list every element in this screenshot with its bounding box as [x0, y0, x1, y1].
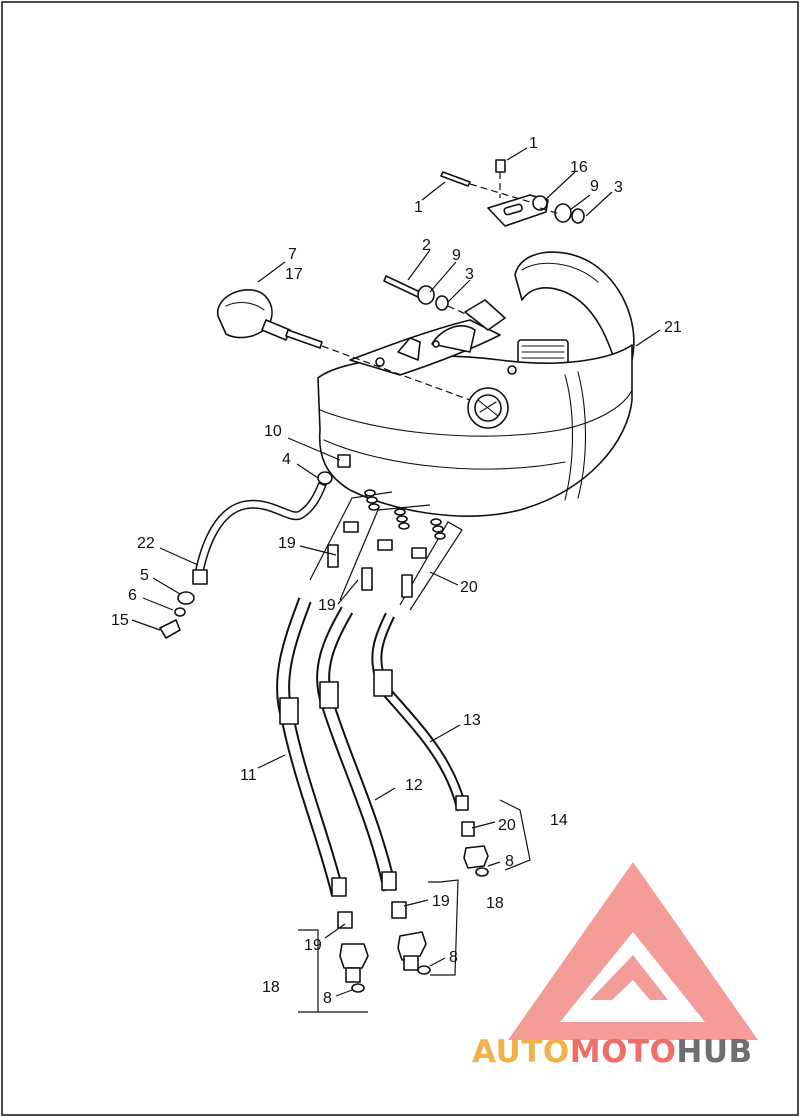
callout-label: 15 — [111, 612, 129, 629]
callout-label: 19 — [432, 893, 450, 910]
callout-label: 5 — [140, 567, 149, 584]
mount-bracket — [440, 159, 585, 227]
callout-label: 17 — [285, 266, 303, 283]
bolt-spacer-set — [383, 275, 471, 317]
logo-text-moto: MOTO — [570, 1034, 677, 1070]
callout-label: 19 — [304, 937, 322, 954]
callout-label: 3 — [614, 179, 623, 196]
callout-label: 2 — [422, 237, 431, 254]
callout-label: 13 — [463, 712, 481, 729]
callout-labels: 1 1 16 9 3 2 9 3 7 17 21 10 4 22 19 20 1… — [111, 135, 682, 1007]
svg-text:AUTOMOTOHUB: AUTOMOTOHUB — [472, 1034, 753, 1070]
callout-label: 3 — [465, 266, 474, 283]
automotohub-logo: AUTOMOTOHUB — [472, 862, 758, 1070]
callout-label: 11 — [240, 767, 257, 784]
dipstick — [217, 289, 471, 401]
callout-label: 18 — [486, 895, 504, 912]
callout-label: 6 — [128, 587, 137, 604]
callout-label: 12 — [405, 777, 423, 794]
callout-label: 22 — [137, 535, 155, 552]
oil-tank — [317, 251, 635, 517]
callout-label: 8 — [323, 990, 332, 1007]
callout-label: 16 — [570, 159, 588, 176]
callout-label: 10 — [264, 423, 282, 440]
callout-label: 21 — [664, 319, 682, 336]
callout-label: 9 — [452, 247, 461, 264]
logo-text-hub: HUB — [676, 1034, 752, 1070]
callout-label: 14 — [550, 812, 568, 829]
callout-label: 1 — [529, 135, 538, 152]
logo-triangle — [508, 862, 758, 1040]
callout-label: 9 — [590, 178, 599, 195]
callout-label: 18 — [262, 979, 280, 996]
callout-label: 19 — [318, 597, 336, 614]
lower-fittings — [298, 799, 531, 1013]
callout-label: 19 — [278, 535, 296, 552]
callout-label: 1 — [414, 199, 423, 216]
callout-label: 8 — [505, 853, 514, 870]
callout-label: 7 — [288, 246, 297, 263]
callout-label: 20 — [498, 817, 516, 834]
logo-text-auto: AUTO — [472, 1034, 570, 1070]
callout-label: 8 — [449, 949, 458, 966]
callout-label: 20 — [460, 579, 478, 596]
oil-hoses — [276, 597, 469, 897]
logo-inner-mark — [590, 955, 668, 1000]
leader-lines — [131, 147, 661, 997]
callout-label: 4 — [282, 451, 291, 468]
tank-fitting-kits — [309, 489, 463, 611]
vent-hose-22 — [159, 471, 333, 639]
